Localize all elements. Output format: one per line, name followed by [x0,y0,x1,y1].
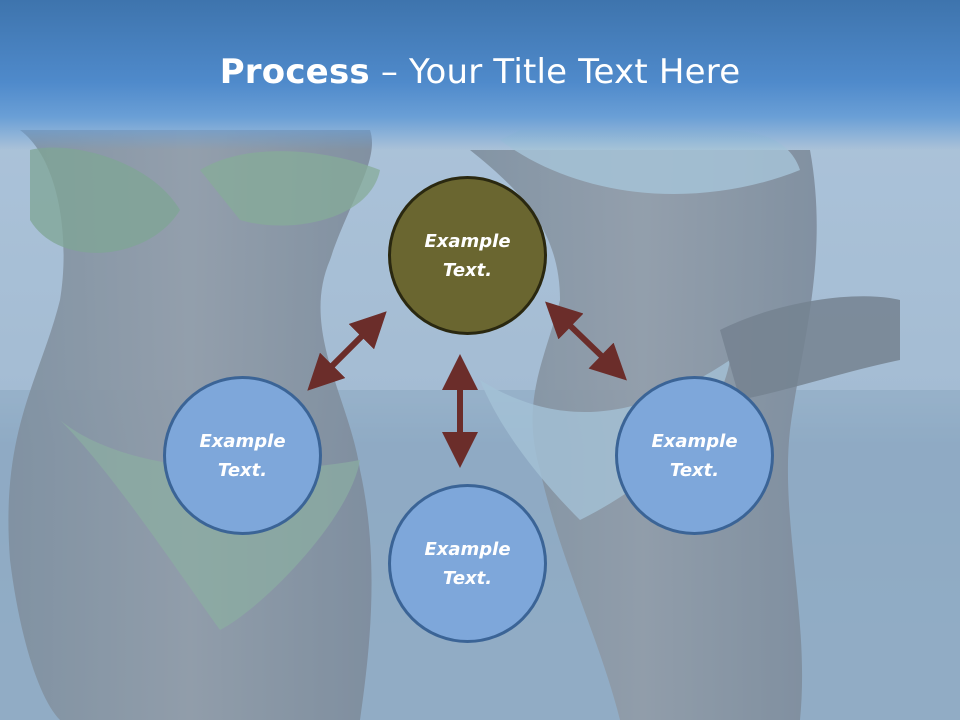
slide-title: Process – Your Title Text Here [0,52,960,92]
node-right: Example Text. [615,376,774,535]
node-bottom: Example Text. [388,484,547,643]
arrow-top-left [307,311,387,391]
node-top: Example Text. [388,176,547,335]
title-bar [0,0,960,150]
node-left: Example Text. [163,376,322,535]
title-bold: Process [219,52,370,92]
title-rest: – Your Title Text Here [369,52,741,92]
arrow-top-right [545,301,627,381]
